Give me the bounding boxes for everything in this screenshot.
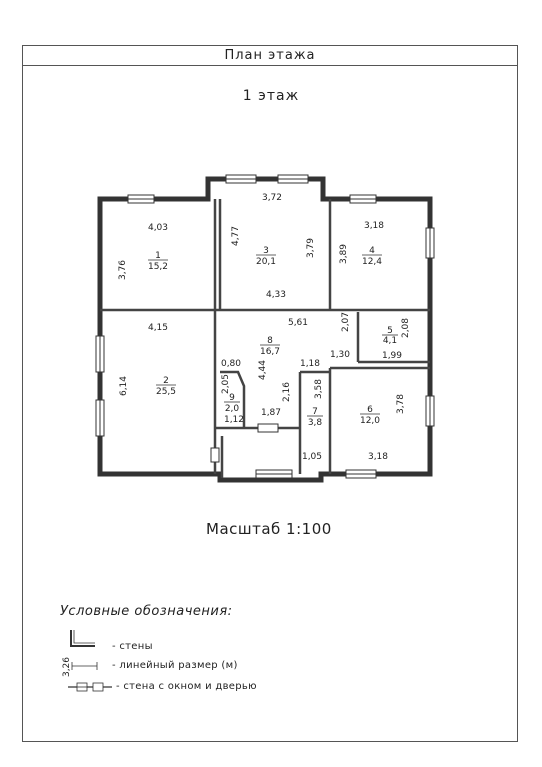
dimension-labels: 4,03 3,76 3,72 4,77 3,79 4,33 3,18 3,89 … bbox=[118, 193, 411, 462]
room-number: 2 bbox=[163, 376, 169, 386]
dimension: 4,15 bbox=[148, 323, 168, 333]
dimension: 1,12 bbox=[224, 415, 244, 425]
dimension: 2,07 bbox=[341, 312, 351, 332]
dimension: 3,79 bbox=[306, 238, 316, 258]
dimension: 1,30 bbox=[330, 350, 350, 360]
room-area: 25,5 bbox=[156, 387, 176, 397]
dimension: 3,18 bbox=[364, 221, 384, 231]
room-number: 9 bbox=[229, 393, 235, 403]
dimension: 6,14 bbox=[119, 376, 129, 396]
legend-item-window-door: - стена с окном и дверью bbox=[116, 681, 257, 692]
dimension: 5,61 bbox=[288, 318, 308, 328]
dimension: 3,18 bbox=[368, 452, 388, 462]
dimension: 3,72 bbox=[262, 193, 282, 203]
dimension: 1,18 bbox=[300, 359, 320, 369]
plan-line bbox=[92, 682, 104, 692]
dimension: 1,87 bbox=[261, 408, 281, 418]
dimension: 3,58 bbox=[314, 379, 324, 399]
dimension: 1,05 bbox=[302, 452, 322, 462]
door bbox=[210, 447, 220, 463]
dimension: 4,77 bbox=[231, 226, 241, 246]
scale-label: Масштаб 1:100 bbox=[206, 520, 332, 538]
room-number: 7 bbox=[312, 407, 318, 417]
drawing-frame: План этажа bbox=[22, 45, 518, 742]
wall-symbol-icon bbox=[70, 630, 95, 647]
room-number: 5 bbox=[387, 326, 393, 336]
legend-sample-dimension: 3,26 bbox=[62, 657, 72, 677]
room-number: 3 bbox=[263, 246, 269, 256]
dimension: 4,33 bbox=[266, 290, 286, 300]
legend-symbols bbox=[68, 630, 112, 692]
dimension: 4,03 bbox=[148, 223, 168, 233]
openings bbox=[95, 174, 435, 479]
room-area: 3,8 bbox=[308, 418, 323, 428]
room-area: 15,2 bbox=[148, 262, 168, 272]
dimension: 2,08 bbox=[401, 318, 411, 338]
room-area: 12,0 bbox=[360, 416, 380, 426]
dimension: 4,44 bbox=[258, 360, 268, 380]
outer-walls bbox=[97, 176, 433, 483]
room-number: 1 bbox=[155, 251, 161, 261]
room-area: 2,0 bbox=[225, 404, 240, 414]
room-number: 6 bbox=[367, 405, 373, 415]
inner-wall bbox=[220, 370, 246, 428]
plan-line bbox=[73, 630, 95, 644]
room-number: 8 bbox=[267, 336, 273, 346]
dimension: 0,80 bbox=[221, 359, 241, 369]
room-area: 20,1 bbox=[256, 257, 276, 267]
dimension: 2,16 bbox=[282, 382, 292, 402]
room-labels: 1 15,2 2 25,5 3 20,1 4 12,4 5 4,1 6 12,0… bbox=[148, 246, 398, 428]
page-title: План этажа bbox=[23, 46, 517, 66]
dimension: 3,78 bbox=[396, 394, 406, 414]
room-area: 16,7 bbox=[260, 347, 280, 357]
legend-item-dimension: - линейный размер (м) bbox=[112, 660, 238, 671]
dimension: 3,89 bbox=[339, 244, 349, 264]
dimension: 3,76 bbox=[118, 260, 128, 280]
inner-walls bbox=[100, 199, 430, 478]
room-area: 4,1 bbox=[383, 336, 397, 346]
dimension: 2,05 bbox=[221, 374, 231, 394]
dimension: 1,99 bbox=[382, 351, 402, 361]
outer-wall bbox=[97, 176, 433, 483]
door bbox=[257, 423, 279, 433]
legend-item-walls: - стены bbox=[112, 641, 153, 652]
floor-label: 1 этаж bbox=[242, 88, 300, 104]
legend-title: Условные обозначения: bbox=[60, 604, 233, 619]
room-area: 12,4 bbox=[362, 257, 382, 267]
room-number: 4 bbox=[369, 246, 375, 256]
